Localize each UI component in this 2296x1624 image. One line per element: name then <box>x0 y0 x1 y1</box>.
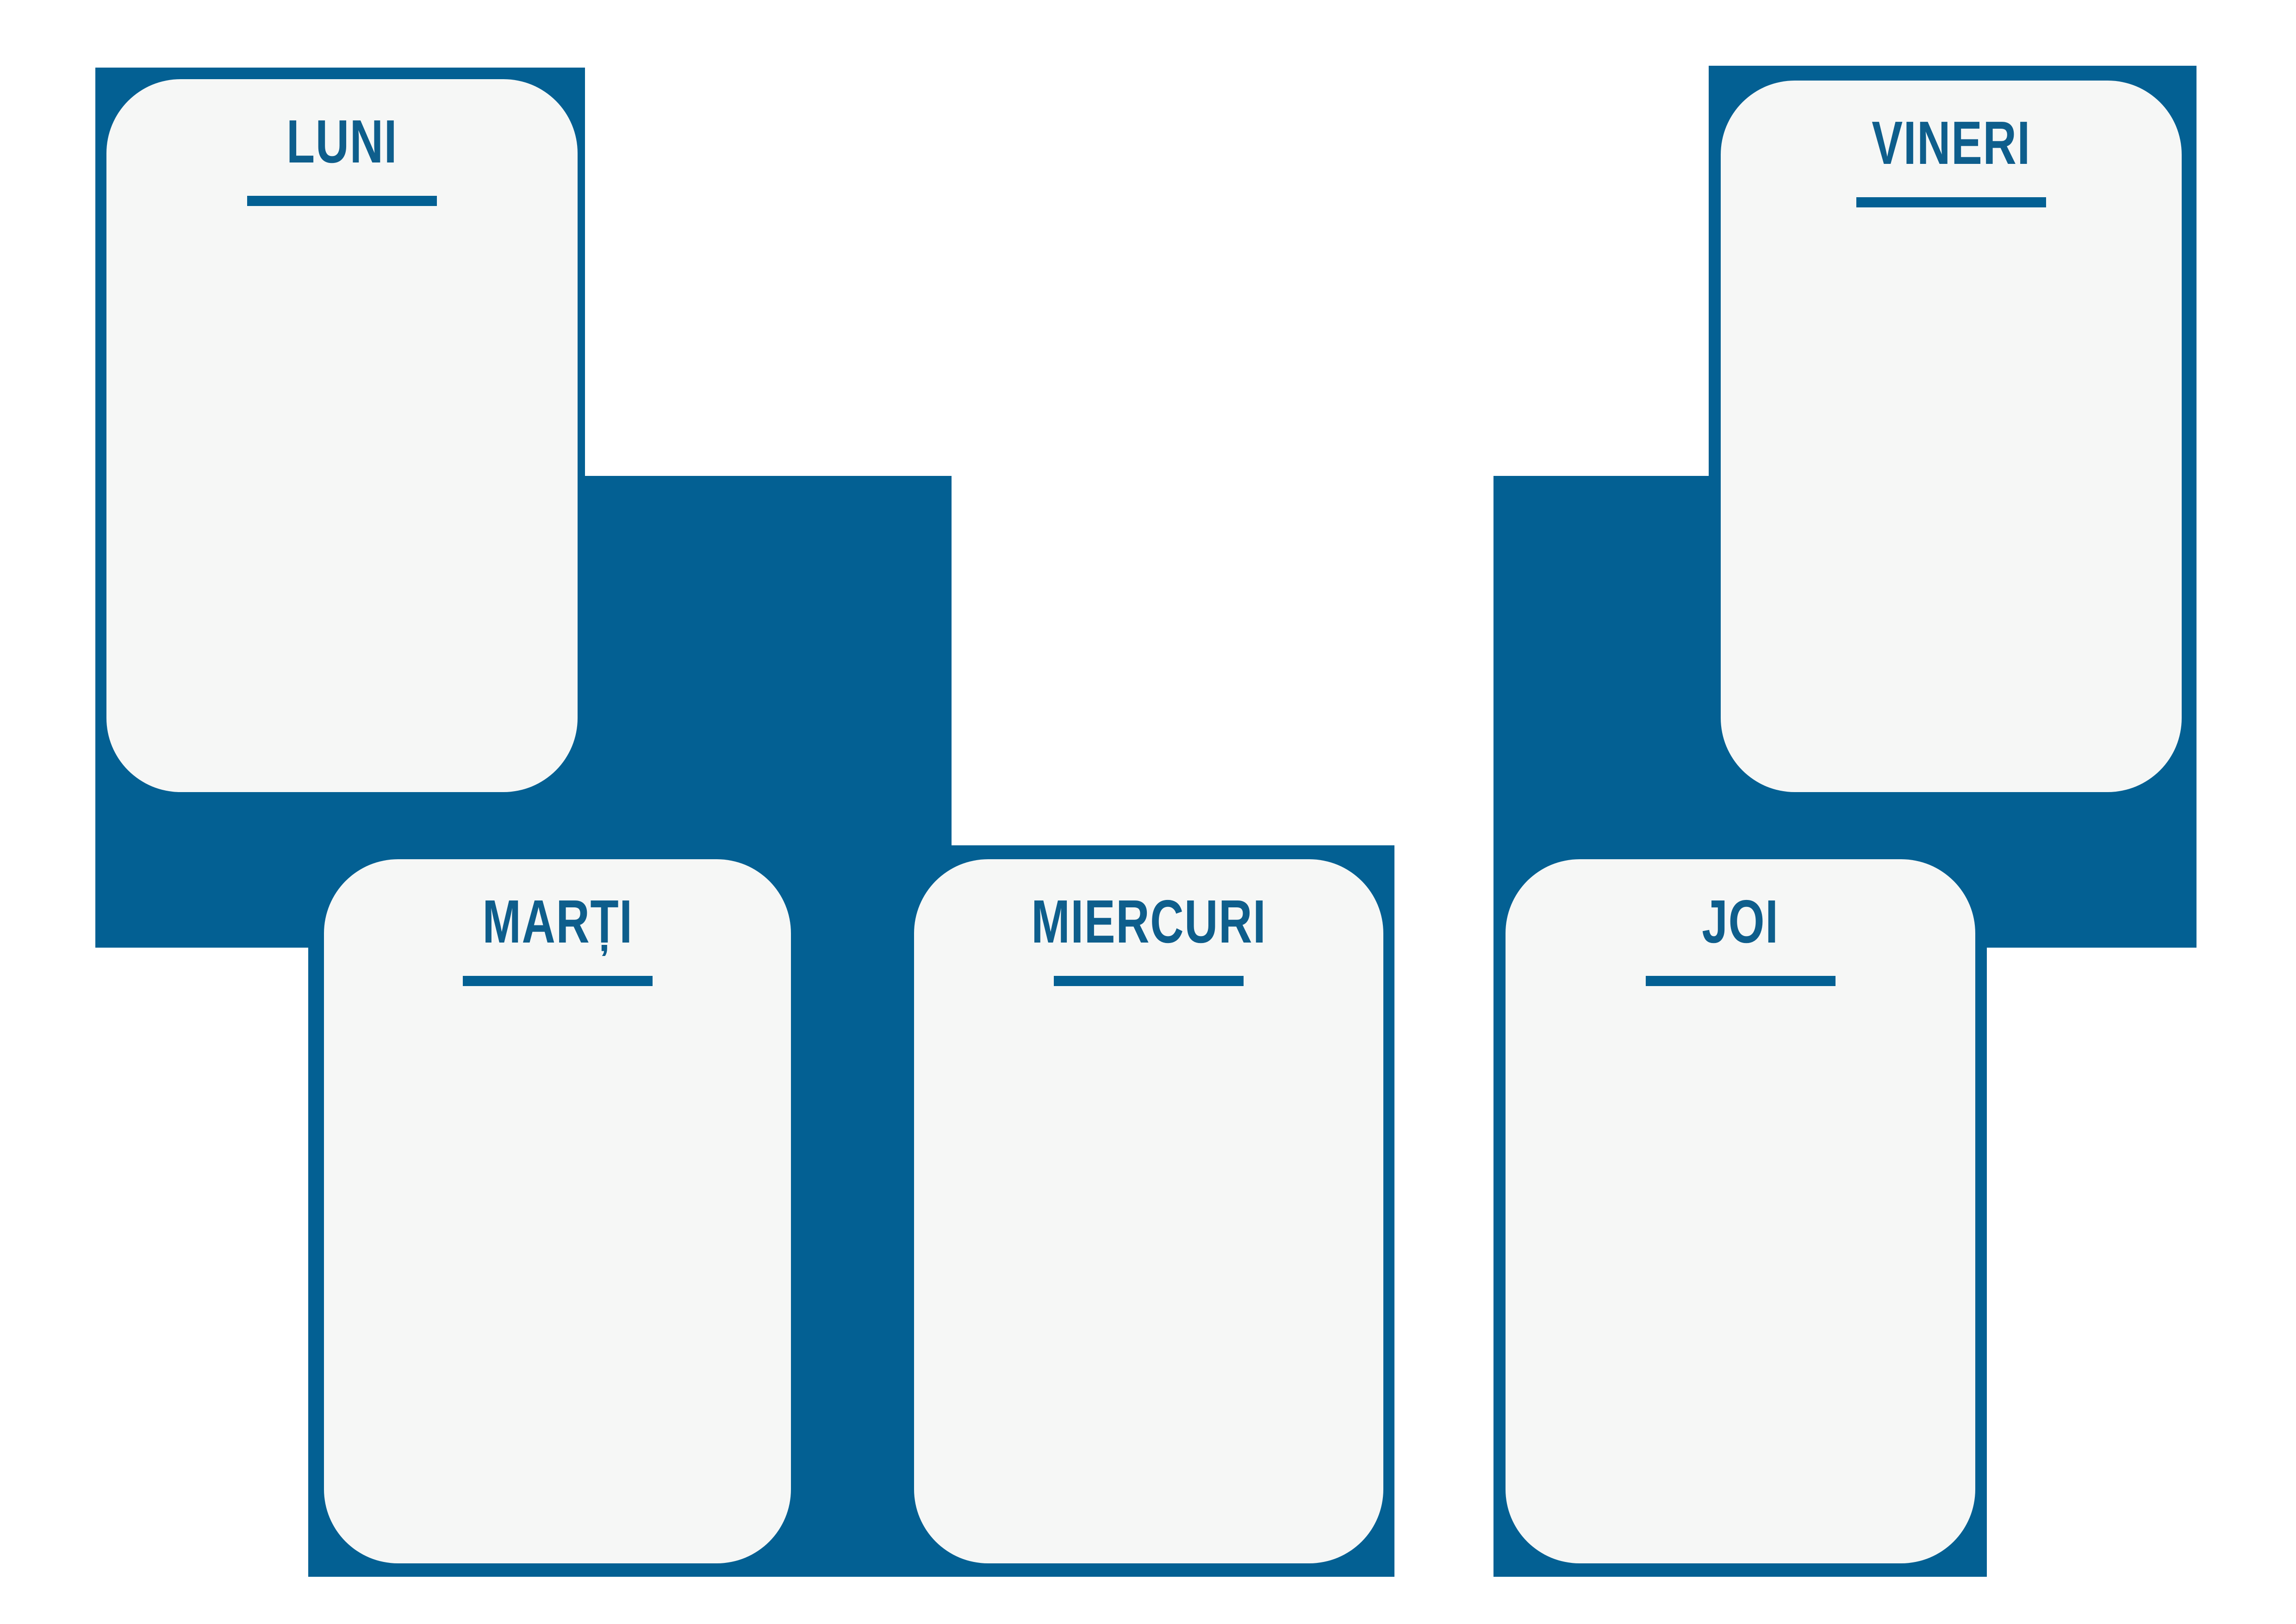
title-underline-joi <box>1645 976 1836 986</box>
day-title-luni-text: LUNI <box>286 107 398 175</box>
day-title-miercuri: MIERCURI <box>914 887 1383 956</box>
day-card-miercuri: MIERCURI <box>914 859 1383 1563</box>
day-title-marti: MARȚI <box>324 887 791 956</box>
day-card-marti: MARȚI <box>324 859 791 1563</box>
day-title-joi: JOI <box>1506 887 1975 956</box>
day-card-joi: JOI <box>1506 859 1975 1563</box>
day-title-joi-text: JOI <box>1702 887 1779 956</box>
day-title-miercuri-text: MIERCURI <box>1031 887 1267 956</box>
day-title-vineri-text: VINERI <box>1872 109 2031 177</box>
day-title-vineri: VINERI <box>1721 108 2182 178</box>
day-title-luni: LUNI <box>106 107 578 176</box>
title-underline-marti <box>462 976 653 986</box>
day-title-marti-text: MARȚI <box>482 887 633 956</box>
day-card-luni: LUNI <box>106 79 578 792</box>
title-underline-vineri <box>1856 197 2046 207</box>
day-card-vineri: VINERI <box>1721 81 2182 792</box>
title-underline-miercuri <box>1054 976 1244 986</box>
title-underline-luni <box>247 196 437 206</box>
